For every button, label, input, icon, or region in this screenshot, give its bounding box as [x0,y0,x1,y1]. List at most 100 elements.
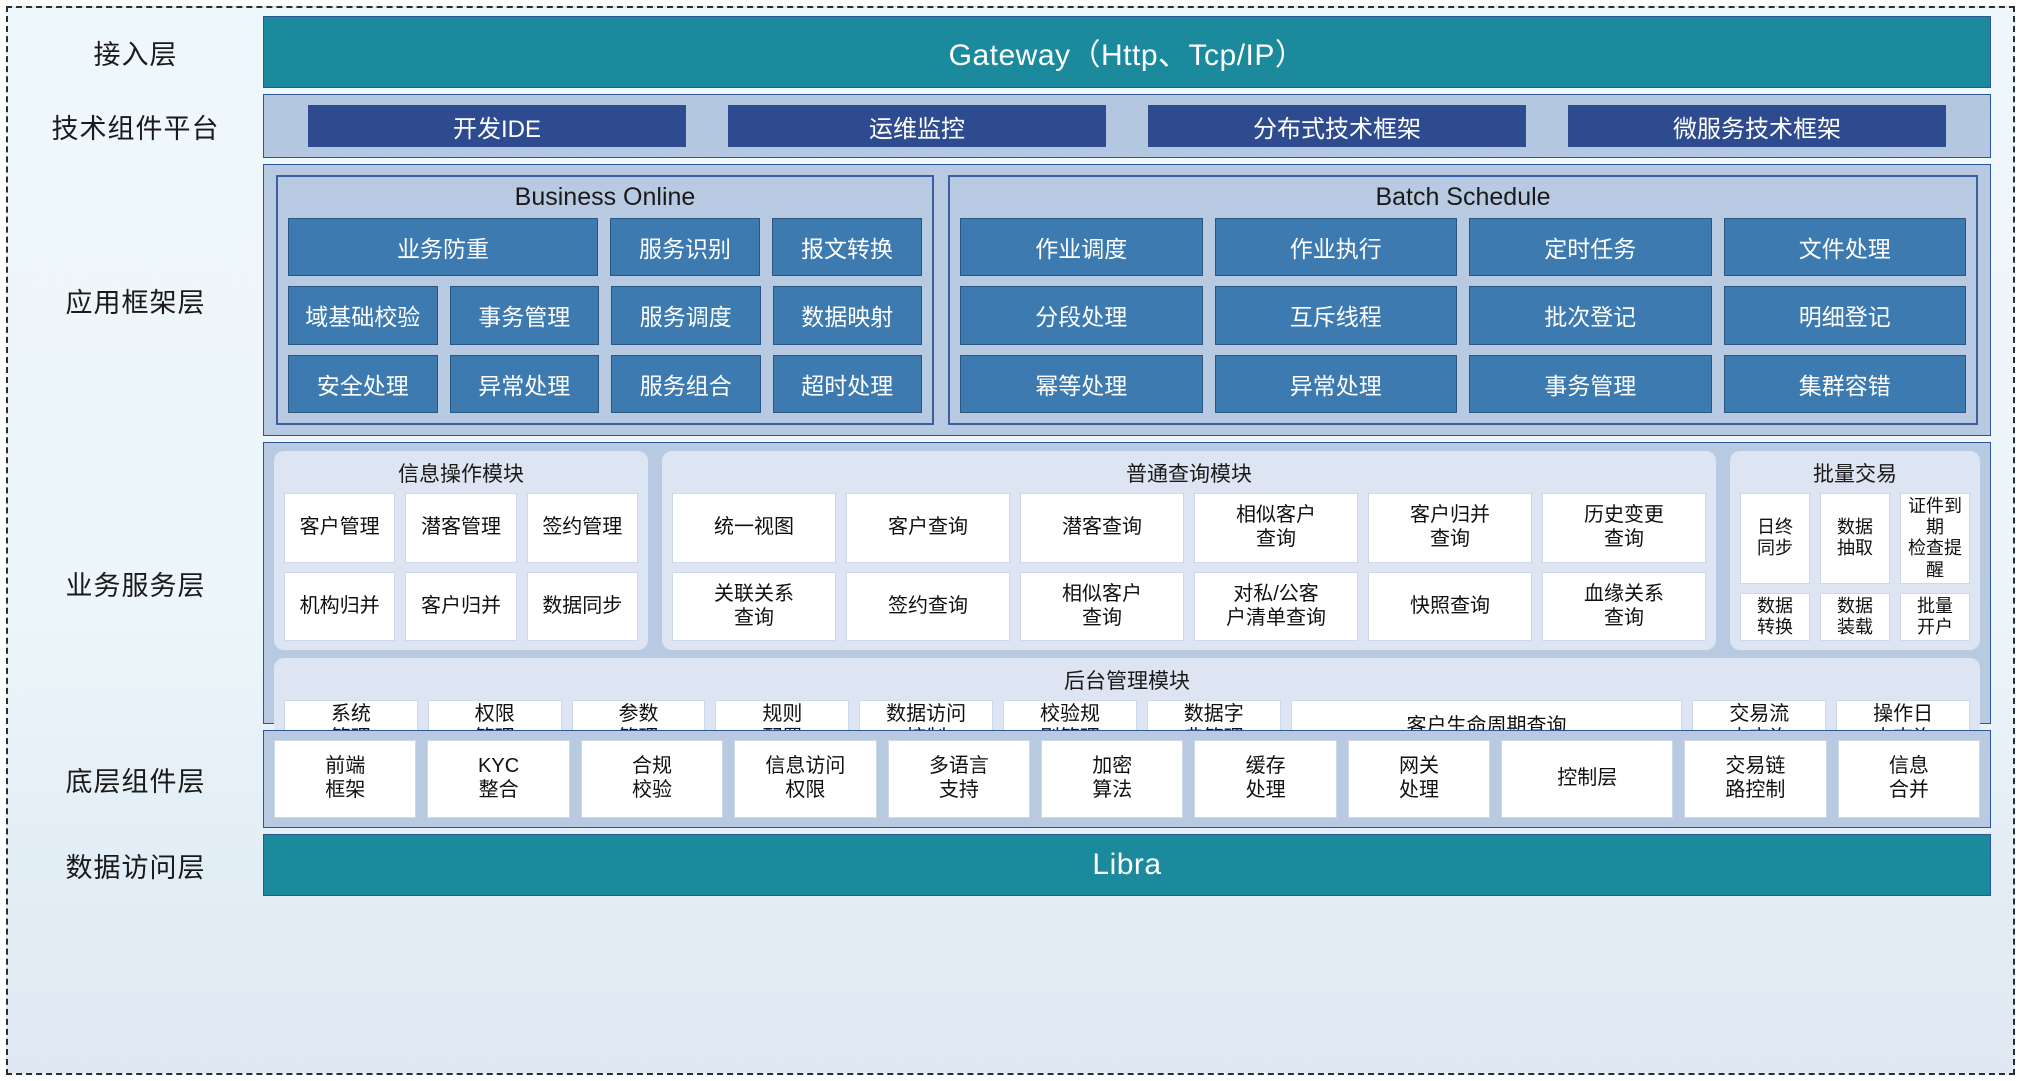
card-relation-query[interactable]: 关联关系查询 [672,571,836,642]
business-online-grid: 业务防重 服务识别 报文转换 域基础校验 事务管理 服务调度 数据映射 [288,218,923,413]
card-batch-account-open[interactable]: 批量开户 [1900,592,1970,642]
card-snapshot-query[interactable]: 快照查询 [1368,571,1532,642]
card-transaction-chain-control[interactable]: 交易链路控制 [1684,740,1827,818]
tech-button-distributed-framework[interactable]: 分布式技术框架 [1148,105,1526,147]
business-online-row-3: 安全处理 异常处理 服务组合 超时处理 [288,354,922,413]
chip-security-handle[interactable]: 安全处理 [288,354,438,413]
layer-label-access: 接入层 [93,39,178,70]
row-data-access: 数据访问层 Libra [8,834,1991,896]
tech-button-microservice-framework[interactable]: 微服务技术框架 [1568,105,1946,147]
libra-bar: Libra [263,834,1991,896]
chip-file-process[interactable]: 文件处理 [1723,218,1966,277]
module-title-info-operation: 信息操作模块 [398,463,524,486]
chip-exception-handle-bs[interactable]: 异常处理 [1214,354,1457,413]
chip-transaction-manage-bs[interactable]: 事务管理 [1469,354,1712,413]
card-gateway-handling[interactable]: 网关处理 [1347,740,1491,818]
card-data-sync[interactable]: 数据同步 [526,571,638,642]
card-certificate-expiry-reminder[interactable]: 证件到期检查提醒 [1900,493,1970,584]
row-body-data-access: Libra [263,834,1991,896]
module-info-operation: 信息操作模块 客户管理 潜客管理 签约管理 机构归并 [274,451,648,651]
chip-detail-register[interactable]: 明细登记 [1723,286,1966,345]
business-service-top-row: 信息操作模块 客户管理 潜客管理 签约管理 机构归并 [274,451,1980,651]
chip-segment-process[interactable]: 分段处理 [960,286,1203,345]
card-cache-handling[interactable]: 缓存处理 [1194,740,1337,818]
card-customer-merge-query[interactable]: 客户归并查询 [1368,493,1532,563]
module-title-common-query: 普通查询模块 [1126,463,1252,486]
chip-transaction-manage-bo[interactable]: 事务管理 [449,286,599,345]
gateway-bar: Gateway（Http、Tcp/IP） [263,16,1991,88]
chip-mutex-thread[interactable]: 互斥线程 [1214,286,1457,345]
info-module-row-1: 客户管理 潜客管理 签约管理 [284,493,638,563]
card-lineage-relation-query[interactable]: 血缘关系查询 [1542,571,1706,642]
card-org-merge[interactable]: 机构归并 [284,571,396,642]
row-body-access: Gateway（Http、Tcp/IP） [263,16,1991,88]
query-module-row-1: 统一视图 客户查询 潜客查询 相似客户查询 客户归并查询 历史变更查询 [672,493,1706,563]
tech-button-ops-monitor[interactable]: 运维监控 [728,105,1106,147]
card-contract-query[interactable]: 签约查询 [846,571,1010,642]
batch-module-row-1: 日终同步 数据抽取 证件到期检查提醒 [1740,493,1970,584]
module-title-batch-transaction: 批量交易 [1813,463,1897,486]
chip-timed-task[interactable]: 定时任务 [1469,218,1712,277]
chip-service-identify[interactable]: 服务识别 [609,218,760,277]
card-multilanguage-support[interactable]: 多语言支持 [887,740,1031,818]
card-customer-merge[interactable]: 客户归并 [405,571,517,642]
chip-message-convert[interactable]: 报文转换 [771,218,923,277]
row-business-service: 业务服务层 信息操作模块 客户管理 潜客管理 签约管理 [8,442,1991,763]
card-frontend-framework[interactable]: 前端框架 [274,740,417,818]
card-encryption-algorithm[interactable]: 加密算法 [1041,740,1184,818]
chip-service-compose[interactable]: 服务组合 [611,354,761,413]
chip-timeout-handle[interactable]: 超时处理 [772,354,922,413]
card-similar-customer-query-1[interactable]: 相似客户查询 [1194,493,1358,563]
card-unified-view[interactable]: 统一视图 [672,493,836,563]
chip-data-mapping[interactable]: 数据映射 [772,286,922,345]
group-business-online: Business Online 业务防重 服务识别 报文转换 域基础校验 事务管… [276,175,934,425]
chip-batch-register[interactable]: 批次登记 [1469,286,1712,345]
chip-exception-handle-bo[interactable]: 异常处理 [449,354,599,413]
card-history-change-query[interactable]: 历史变更查询 [1542,493,1706,563]
business-online-row-1: 业务防重 服务识别 报文转换 [288,218,923,277]
chip-job-schedule[interactable]: 作业调度 [960,218,1203,277]
card-data-extract[interactable]: 数据抽取 [1820,493,1890,584]
chip-idempotent-handle[interactable]: 幂等处理 [960,354,1203,413]
batch-schedule-grid: 作业调度 作业执行 定时任务 文件处理 分段处理 互斥线程 批次登记 明细登记 [960,218,1966,413]
row-tech-platform: 技术组件平台 开发IDE 运维监控 分布式技术框架 微服务技术框架 [8,94,1991,158]
card-compliance-check[interactable]: 合规校验 [580,740,724,818]
card-eod-sync[interactable]: 日终同步 [1740,493,1810,584]
chip-business-dedup[interactable]: 业务防重 [288,218,598,277]
card-data-load[interactable]: 数据装载 [1820,592,1890,642]
card-similar-customer-query-2[interactable]: 相似客户查询 [1020,571,1184,642]
card-prospect-manage[interactable]: 潜客管理 [405,493,517,563]
chip-domain-validate[interactable]: 域基础校验 [288,286,438,345]
group-title-batch-schedule: Batch Schedule [1375,183,1551,211]
card-private-public-customer-list-query[interactable]: 对私/公客户清单查询 [1194,571,1358,642]
business-online-row-2: 域基础校验 事务管理 服务调度 数据映射 [288,286,922,345]
chip-cluster-fault-tolerance[interactable]: 集群容错 [1723,354,1966,413]
tech-button-dev-ide[interactable]: 开发IDE [308,105,686,147]
card-data-transform[interactable]: 数据转换 [1740,592,1810,642]
card-contract-manage[interactable]: 签约管理 [526,493,638,563]
chip-job-execute[interactable]: 作业执行 [1214,218,1457,277]
tech-platform-panel: 开发IDE 运维监控 分布式技术框架 微服务技术框架 [263,94,1991,158]
card-info-merge[interactable]: 信息合并 [1837,740,1981,818]
layer-label-business-service: 业务服务层 [65,570,206,601]
module-title-admin-management: 后台管理模块 [1064,670,1190,694]
card-info-access-permission[interactable]: 信息访问权限 [734,740,877,818]
module-common-query: 普通查询模块 统一视图 客户查询 潜客查询 相似客户查询 客户归并查询 历史变更… [662,451,1716,651]
query-module-grid: 统一视图 客户查询 潜客查询 相似客户查询 客户归并查询 历史变更查询 关联关系… [672,493,1706,642]
chip-service-schedule[interactable]: 服务调度 [611,286,761,345]
row-body-tech: 开发IDE 运维监控 分布式技术框架 微服务技术框架 [263,94,1991,158]
row-body-app-framework: Business Online 业务防重 服务识别 报文转换 域基础校验 事务管… [263,164,1991,436]
batch-schedule-row-3: 幂等处理 异常处理 事务管理 集群容错 [960,354,1966,413]
group-batch-schedule: Batch Schedule 作业调度 作业执行 定时任务 文件处理 分段处理 [948,175,1978,425]
card-customer-query[interactable]: 客户查询 [846,493,1010,563]
card-prospect-query[interactable]: 潜客查询 [1020,493,1184,563]
app-framework-panel: Business Online 业务防重 服务识别 报文转换 域基础校验 事务管… [263,164,1991,436]
card-customer-manage[interactable]: 客户管理 [284,493,396,563]
row-body-business-service: 信息操作模块 客户管理 潜客管理 签约管理 机构归并 [263,442,1991,763]
card-control-layer[interactable]: 控制层 [1501,740,1674,818]
batch-schedule-row-1: 作业调度 作业执行 定时任务 文件处理 [960,218,1966,277]
